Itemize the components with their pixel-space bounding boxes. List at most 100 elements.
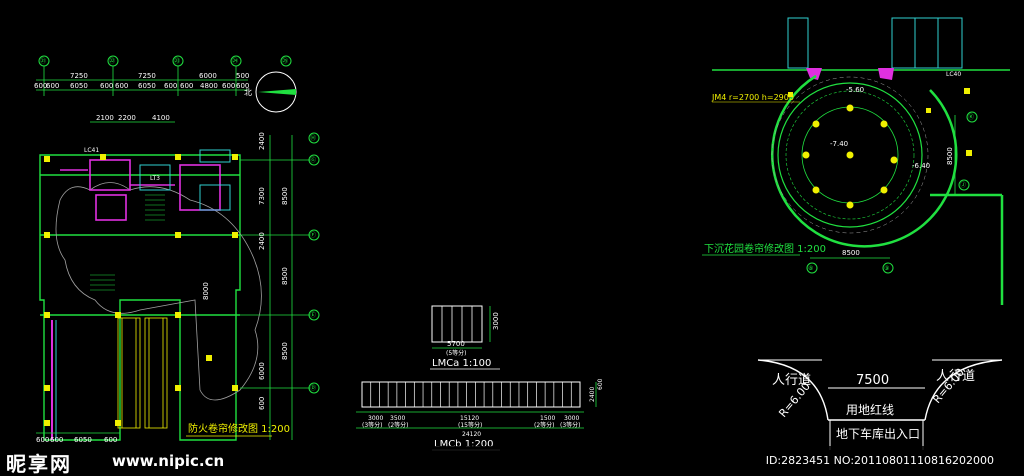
top-grid-bubbles — [38, 55, 292, 67]
dim-label: 600 — [34, 82, 47, 90]
walkway-left: 人行道 — [772, 373, 811, 388]
detail-a-width-note: (5等分) — [446, 349, 467, 357]
grid-bubble: ㉒ — [109, 57, 115, 65]
grid-bubble: Ⓗ — [310, 134, 316, 142]
revision-cloud — [55, 182, 262, 401]
dim-note: (15等分) — [458, 421, 482, 429]
grid-bubble: Ⓚ — [968, 113, 974, 121]
dim-label: 600 — [46, 82, 59, 90]
dim-total: 24120 — [462, 431, 481, 438]
grid-bubble: Ⓖ — [310, 156, 316, 164]
walkway-right: 人行道 — [936, 369, 975, 384]
right-grid-bubbles — [308, 132, 320, 394]
dim-label: 6000 — [199, 72, 217, 80]
dim-label: 8500 — [281, 267, 289, 285]
dim-8500: 8500 — [842, 249, 860, 257]
grid-bubble: ㉕ — [282, 57, 288, 65]
detail-lmcb: 2400 600 3000 3500 15120 1500 3000 (3等分)… — [356, 378, 604, 451]
garden-circle — [771, 74, 958, 248]
dim-label: 2100 — [96, 114, 114, 122]
dim-label: 2400 — [258, 132, 266, 150]
wall-hatch — [806, 68, 822, 80]
dim-label: 8000 — [202, 282, 210, 300]
elev-label: -7.40 — [830, 140, 848, 148]
dim-right: 8500 — [946, 147, 954, 165]
dim-label: 6050 — [74, 436, 92, 444]
dim-label: 15120 — [460, 415, 479, 422]
dim-label: 3000 — [368, 415, 383, 422]
parking-entrance: 人行道 人行道 7500 R=6.00 R=6.00 用地红线 地下车库出入口 — [757, 359, 1003, 450]
label-entrance: 地下车库出入口 — [836, 426, 920, 441]
dim-label: 600 — [50, 436, 63, 444]
cyan-rooms — [139, 149, 231, 211]
top-cyan-boxes — [787, 17, 963, 69]
dim-label: 600 — [36, 436, 49, 444]
plan-left-title: 防火卷帘修改图 1:200 — [188, 422, 290, 435]
dim-label: 600 — [258, 397, 266, 410]
grid-bubble: ㉓ — [174, 57, 180, 65]
wall-hatch — [878, 68, 894, 80]
elev-label: -5.60 — [846, 86, 864, 94]
dim-label: 1500 — [540, 415, 555, 422]
dim-label: 7250 — [138, 72, 156, 80]
north-arrow: 北 — [244, 71, 297, 113]
escalators — [117, 317, 168, 429]
detail-lmca: 3000 5700 (5等分) LMCa 1:100 — [430, 305, 500, 370]
watermark-url: www.nipic.cn — [112, 452, 225, 470]
dim-label: 4800 — [200, 82, 218, 90]
label-lc41: LC41 — [84, 147, 99, 154]
dim-label: 6000 — [258, 362, 266, 380]
dim-label: 8500 — [281, 342, 289, 360]
grid-bubble: Ⓕ — [310, 231, 316, 239]
dim-label: 600 — [236, 82, 249, 90]
dim-label: 7250 — [70, 72, 88, 80]
grid-bubble: ㉑ — [40, 57, 46, 65]
dim-label: 600 — [180, 82, 193, 90]
dim-label: 3000 — [564, 415, 579, 422]
label-lc40: LC40 — [946, 71, 961, 78]
left-plan: ㉑ ㉒ ㉓ ㉔ ㉕ 7250 7250 6000 500 600 600 605… — [34, 55, 320, 444]
dim-label: 2200 — [118, 114, 136, 122]
dim-label: 600 — [100, 82, 113, 90]
top-dim-lines — [36, 66, 248, 96]
detail-b-title: LMCb 1:200 — [434, 439, 494, 450]
dim-note: (2等分) — [388, 421, 409, 429]
dim-label: 4100 — [152, 114, 170, 122]
elev-label: -6.40 — [912, 162, 930, 170]
detail-a-title: LMCa 1:100 — [432, 358, 491, 369]
dim-label: 600 — [222, 82, 235, 90]
dim-7500: 7500 — [856, 373, 889, 388]
right-dim-lines — [240, 135, 310, 440]
dim-label: 3500 — [390, 415, 405, 422]
grid-bubble: ㉔ — [232, 57, 238, 65]
plan-right-title: 下沉花园卷帘修改图 1:200 — [704, 242, 826, 255]
column-dots — [802, 104, 898, 209]
dim-note: (3等分) — [362, 421, 383, 429]
detail-a-height: 3000 — [492, 312, 500, 330]
building-outline — [39, 154, 241, 441]
dim-label: 8500 — [281, 187, 289, 205]
north-label: 北 — [244, 88, 252, 97]
dim-label: 600 — [115, 82, 128, 90]
dim-label: 6050 — [138, 82, 156, 90]
grid-bubble: Ⓙ — [960, 181, 966, 189]
detail-a-width: 5700 — [447, 340, 465, 348]
dim-label: 600 — [104, 436, 117, 444]
right-plan: LC40 JM4 r=2700 h=2900 -5.60 -7.40 -6.4 — [702, 17, 1010, 305]
label-redline: 用地红线 — [846, 402, 894, 417]
dim-note: (3等分) — [560, 421, 581, 429]
dim-label: 500 — [236, 72, 249, 80]
grid-bubble: Ⓔ — [310, 311, 316, 319]
dim-label: 2400 — [258, 232, 266, 250]
dim-label: 600 — [164, 82, 177, 90]
detail-b-height: 600 — [597, 378, 604, 390]
dim-label: 6050 — [70, 82, 88, 90]
dim-label: 7300 — [258, 187, 266, 205]
watermark-bar: 昵享网 www.nipic.cn ID:2823451 NO:201108011… — [0, 446, 1024, 476]
grid-bubble: ⑧ — [808, 265, 813, 272]
watermark-id: ID:2823451 NO:20110801110816202000 — [765, 454, 994, 467]
watermark-logo: 昵享网 — [6, 452, 72, 476]
grid-bubble: Ⓓ — [310, 384, 316, 392]
